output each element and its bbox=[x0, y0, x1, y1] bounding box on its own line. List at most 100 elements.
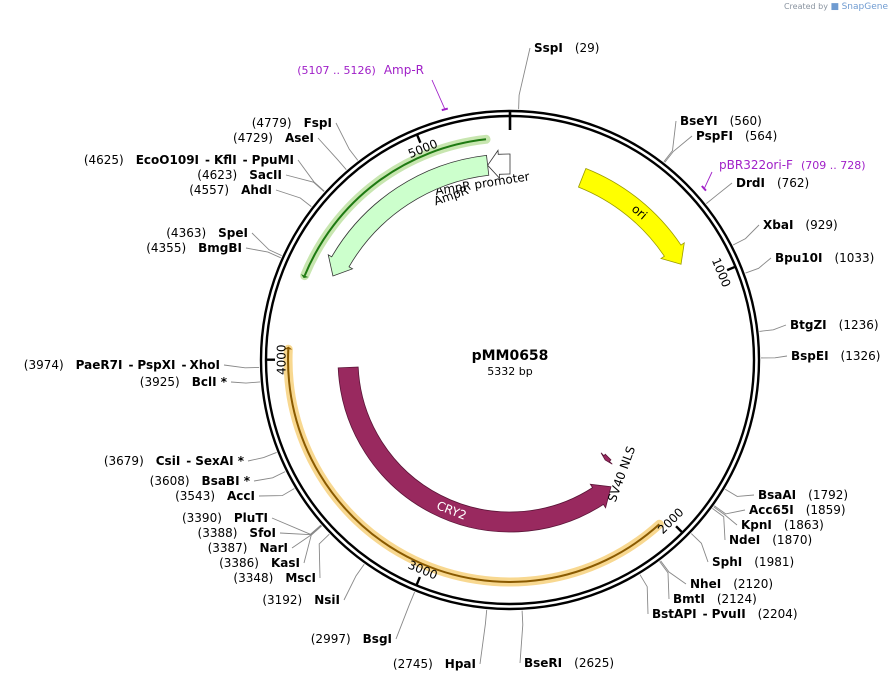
site-leader-acci bbox=[258, 488, 295, 497]
primer-pbr322ori-f[interactable]: pBR322ori-F(709 .. 728) bbox=[701, 158, 866, 192]
site-position: (1981) bbox=[754, 555, 794, 569]
primer-leader-amp-r bbox=[431, 79, 445, 109]
site-msci[interactable]: (3348)MscI bbox=[233, 533, 330, 585]
site-bseyi[interactable]: BseYI(560) bbox=[663, 114, 762, 162]
site-leader-msci bbox=[318, 533, 330, 579]
site-sfoi[interactable]: (3388)SfoI bbox=[198, 525, 322, 541]
site-leader-pluti bbox=[271, 517, 322, 535]
orf-ampr-line bbox=[303, 138, 487, 276]
site-name: NsiI bbox=[314, 593, 340, 607]
site-bspei[interactable]: BspEI(1326) bbox=[760, 349, 880, 363]
site-label-kasi: (3386)KasI bbox=[219, 556, 300, 570]
feature-ori[interactable] bbox=[577, 167, 685, 265]
site-csii[interactable]: (3679)CsiI-SexAI * bbox=[104, 451, 277, 468]
site-label-xbai: XbaI(929) bbox=[763, 218, 838, 232]
site-sacii[interactable]: (4623)SacII bbox=[197, 168, 325, 192]
site-leader-sphi bbox=[690, 533, 709, 563]
site-name: BseRI bbox=[524, 656, 562, 670]
site-acc65i[interactable]: Acc65I(1859) bbox=[714, 503, 846, 517]
site-label-bmti: BmtI(2124) bbox=[673, 592, 757, 606]
site-label-ecoo109i: (4625)EcoO109I-KflI-PpuMI bbox=[84, 153, 294, 167]
site-ndei[interactable]: NdeI(1870) bbox=[712, 508, 812, 547]
site-label-bspei: BspEI(1326) bbox=[791, 349, 880, 363]
snapgene-logo-icon: ■ bbox=[830, 2, 840, 12]
site-position: (2745) bbox=[393, 657, 433, 671]
site-leader-nhei bbox=[660, 560, 687, 585]
site-position: (564) bbox=[745, 129, 777, 143]
site-ahdi[interactable]: (4557)AhdI bbox=[189, 183, 312, 207]
site-leader-csii bbox=[247, 451, 277, 462]
primer-range: (709 .. 728) bbox=[801, 159, 866, 172]
feature-sv40-nls[interactable] bbox=[600, 452, 613, 465]
site-xbai[interactable]: XbaI(929) bbox=[732, 218, 838, 246]
site-bsgi[interactable]: (2997)BsgI bbox=[311, 591, 416, 646]
site-bmgbi[interactable]: (4355)BmgBI bbox=[146, 241, 281, 259]
site-asei[interactable]: (4729)AseI bbox=[233, 131, 347, 170]
site-position: (3387) bbox=[208, 541, 248, 555]
feature-cry2[interactable] bbox=[337, 366, 612, 533]
credit-brand: SnapGene bbox=[841, 2, 888, 12]
site-label-acci: (3543)AccI bbox=[175, 489, 255, 503]
tick-mark-3000 bbox=[415, 576, 421, 586]
site-sphi[interactable]: SphI(1981) bbox=[690, 533, 794, 569]
site-bsaai[interactable]: BsaAI(1792) bbox=[724, 488, 848, 502]
site-leader-xbai bbox=[732, 224, 760, 246]
primer-amp-r[interactable]: (5107 .. 5126)Amp-R bbox=[297, 63, 449, 112]
site-label-sphi: SphI(1981) bbox=[712, 555, 794, 569]
site-bpu10i[interactable]: Bpu10I(1033) bbox=[745, 251, 875, 274]
site-pspfi[interactable]: PspFI(564) bbox=[664, 129, 777, 163]
site-label-bsabi: (3608)BsaBI * bbox=[150, 474, 251, 488]
site-leader-sspi bbox=[518, 47, 531, 110]
site-bmti[interactable]: BmtI(2124) bbox=[659, 561, 757, 607]
site-name: BsgI bbox=[363, 632, 392, 646]
site-ecoo109i[interactable]: (4625)EcoO109I-KflI-PpuMI bbox=[84, 153, 325, 192]
site-bstapi[interactable]: BstAPI-PvuII(2204) bbox=[639, 574, 798, 621]
site-name: KpnI bbox=[741, 518, 772, 532]
site-leader-bseri bbox=[519, 610, 524, 664]
site-fspi[interactable]: (4779)FspI bbox=[252, 116, 359, 161]
site-name: BmtI bbox=[673, 592, 705, 606]
site-position: (3925) bbox=[140, 375, 180, 389]
site-acci[interactable]: (3543)AccI bbox=[175, 488, 295, 504]
site-position: (1792) bbox=[808, 488, 848, 502]
site-position: (4625) bbox=[84, 153, 124, 167]
site-label-bseyi: BseYI(560) bbox=[680, 114, 762, 128]
site-position: (3388) bbox=[198, 526, 238, 540]
site-nhei[interactable]: NheI (2120) bbox=[660, 560, 774, 591]
site-name: PpuMI bbox=[252, 153, 294, 167]
plasmid-name: pMM0658 bbox=[472, 348, 549, 364]
site-spei[interactable]: (4363)SpeI bbox=[166, 226, 282, 257]
site-drdi[interactable]: DrdI(762) bbox=[706, 176, 809, 204]
site-label-nsii: (3192)NsiI bbox=[262, 593, 340, 607]
site-name: XbaI bbox=[763, 218, 793, 232]
site-leader-ndei bbox=[712, 508, 726, 541]
site-sspi[interactable]: SspI(29) bbox=[518, 41, 600, 110]
site-paer7i[interactable]: (3974)PaeR7I-PspXI-XhoI bbox=[24, 358, 260, 372]
tick-label-3000: 3000 bbox=[406, 558, 440, 583]
site-position: (4623) bbox=[197, 168, 237, 182]
site-pluti[interactable]: (3390)PluTI bbox=[182, 511, 322, 535]
site-name: NarI bbox=[259, 541, 288, 555]
site-bseri[interactable]: BseRI(2625) bbox=[519, 610, 614, 670]
site-label-nhei: NheI (2120) bbox=[690, 577, 773, 591]
site-name: SpeI bbox=[218, 226, 248, 240]
site-position: (2120) bbox=[733, 577, 773, 591]
site-kpni[interactable]: KpnI(1863) bbox=[713, 506, 824, 532]
feature-ampr[interactable] bbox=[327, 154, 490, 277]
site-leader-hpai bbox=[479, 609, 488, 665]
site-leader-asei bbox=[317, 137, 347, 170]
site-hpai[interactable]: (2745)HpaI bbox=[393, 609, 488, 671]
site-label-nari: (3387) NarI bbox=[208, 541, 288, 555]
site-leader-sacii bbox=[285, 174, 325, 192]
site-btgzi[interactable]: BtgZI(1236) bbox=[759, 318, 879, 332]
site-bcli[interactable]: (3925)BclI * bbox=[140, 375, 261, 389]
feature-ampr-promoter[interactable] bbox=[487, 149, 511, 180]
site-nsii[interactable]: (3192)NsiI bbox=[262, 564, 365, 607]
site-leader-bsaai bbox=[724, 488, 755, 497]
site-position: (4779) bbox=[252, 116, 292, 130]
site-bsabi[interactable]: (3608)BsaBI * bbox=[150, 471, 286, 488]
site-position: (1859) bbox=[806, 503, 846, 517]
site-name: NheI bbox=[690, 577, 721, 591]
site-label-btgzi: BtgZI(1236) bbox=[790, 318, 879, 332]
